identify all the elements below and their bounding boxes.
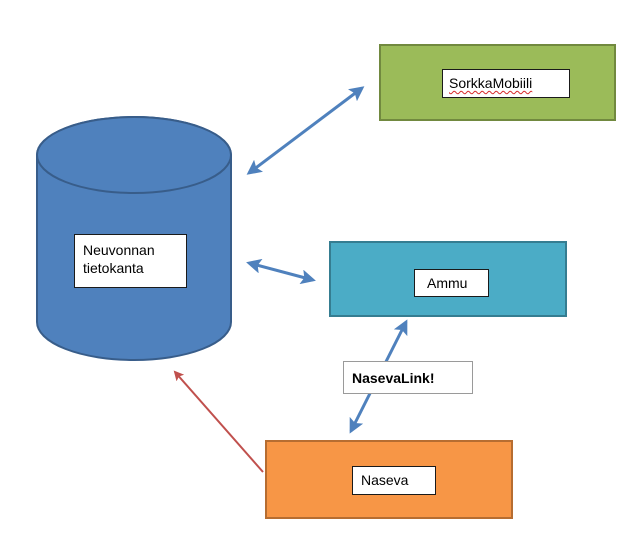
sorkkamobiili-label: SorkkaMobiili xyxy=(442,69,570,98)
sorkkamobiili-label-text: SorkkaMobiili xyxy=(449,75,533,91)
ammu-label: Ammu xyxy=(414,269,489,297)
arrow-naseva-database xyxy=(173,370,264,473)
naseva-link-label: NasevaLink! xyxy=(343,361,473,394)
arrow-database-sorkkamobiili xyxy=(246,86,365,175)
database-label: Neuvonnan tietokanta xyxy=(74,234,187,288)
database-top xyxy=(36,116,232,194)
naseva-label: Naseva xyxy=(352,466,436,495)
arrow-database-ammu xyxy=(246,258,316,285)
